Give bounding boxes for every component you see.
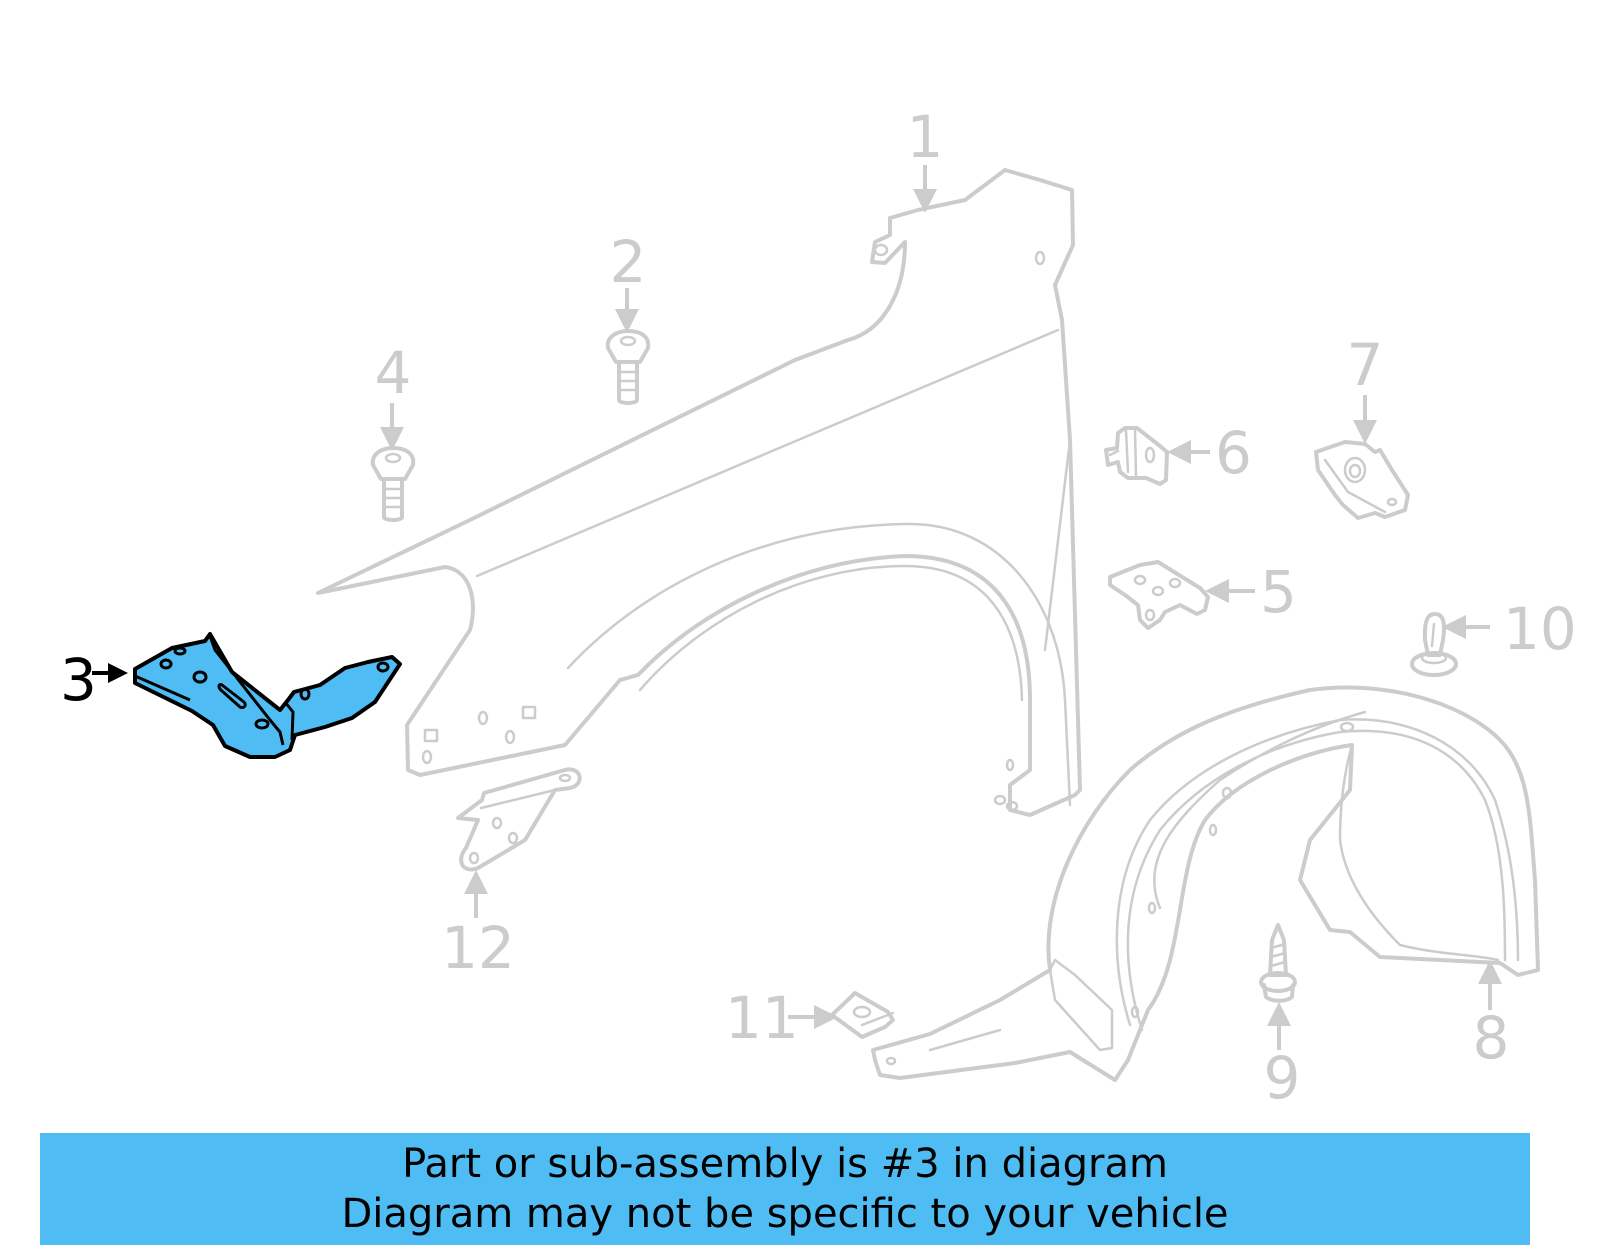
callout-10: 10 <box>1503 595 1577 663</box>
info-banner: Part or sub-assembly is #3 in diagram Di… <box>40 1133 1530 1245</box>
callout-3: 3 <box>60 646 97 714</box>
part-11-clip-nut[interactable] <box>830 991 895 1039</box>
banner-part-text: Part or sub-assembly is #3 in diagram <box>402 1141 1168 1187</box>
part-6-bracket[interactable] <box>1104 426 1169 486</box>
part-5-bracket[interactable] <box>1108 560 1210 630</box>
callout-7: 7 <box>1347 331 1384 399</box>
callout-8: 8 <box>1473 1004 1510 1072</box>
part-3-bracket-highlighted[interactable] <box>133 632 402 759</box>
callout-1: 1 <box>907 103 944 171</box>
part-2-bolt[interactable] <box>605 329 651 405</box>
part-12-bracket[interactable] <box>456 767 582 872</box>
callout-5: 5 <box>1260 558 1297 626</box>
callout-2: 2 <box>610 228 647 296</box>
part-10-clip[interactable] <box>1410 612 1458 677</box>
part-8-fender-liner[interactable] <box>871 685 1540 1082</box>
callout-12: 12 <box>441 914 515 982</box>
callout-11: 11 <box>725 984 799 1052</box>
banner-disclaimer-text: Diagram may not be specific to your vehi… <box>341 1191 1229 1237</box>
part-9-screw[interactable] <box>1259 923 1297 1003</box>
callout-4: 4 <box>375 339 412 407</box>
callout-6: 6 <box>1215 419 1252 487</box>
part-4-bolt[interactable] <box>370 446 416 522</box>
part-1-fender[interactable] <box>316 168 1082 817</box>
part-7-bracket[interactable] <box>1314 440 1410 520</box>
callout-9: 9 <box>1264 1044 1301 1112</box>
